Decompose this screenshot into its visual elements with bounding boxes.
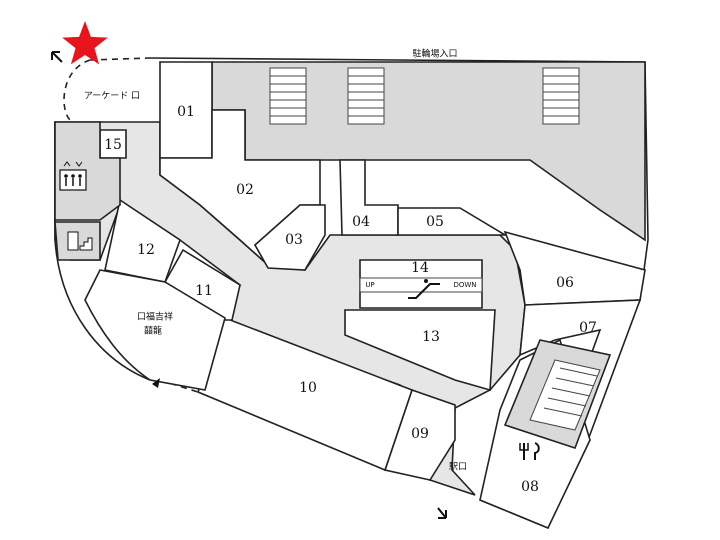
star-icon (62, 21, 108, 65)
escalator-down-label: DOWN (453, 281, 476, 289)
unit-03[interactable] (253, 204, 326, 271)
unit-10-label: 10 (299, 380, 317, 396)
unit-09-label: 09 (411, 426, 429, 442)
escalator-up-label: UP (365, 281, 374, 289)
unit-06-label: 06 (556, 275, 574, 291)
outer-wall-left (54, 122, 151, 381)
unit-13-label: 13 (422, 329, 440, 345)
unit-14-label: 14 (411, 260, 429, 276)
unit-08-label: 08 (521, 479, 539, 495)
unit-11-label: 11 (195, 283, 213, 299)
restaurant-name-line1: 口福吉祥 (137, 311, 173, 323)
unit-04[interactable] (339, 159, 399, 236)
unit-02-label: 02 (236, 182, 254, 198)
unit-05-label: 05 (426, 214, 444, 230)
arcade-entrance-label: アーケード 口 (84, 91, 140, 102)
unit-13[interactable] (344, 309, 496, 392)
unit-03-label: 03 (285, 232, 303, 248)
fork-knife-icon (519, 442, 540, 460)
unit-restaurant[interactable] (84, 269, 226, 391)
unit-01-label: 01 (177, 104, 195, 120)
unit-06[interactable] (503, 230, 646, 306)
escalator (359, 277, 483, 299)
restaurant-name-line2: 囍龍 (144, 325, 162, 337)
escalator-icon (408, 283, 440, 299)
stairs-icon (67, 231, 93, 251)
parking-stripes (269, 67, 580, 125)
lower-left-dashed (159, 379, 199, 393)
elevator-icon (59, 161, 87, 191)
station-entrance-label: 駅口 (449, 462, 467, 473)
unit-15-label: 15 (104, 137, 122, 153)
stairs-right (503, 339, 612, 449)
unit-07-label: 07 (579, 320, 597, 336)
unit-05[interactable] (397, 207, 508, 236)
unit-12-label: 12 (137, 242, 155, 258)
elevator-room (54, 121, 121, 221)
unit-04-label: 04 (352, 214, 370, 230)
arcade-dashed-arc (63, 59, 91, 121)
arcade-dashed-top (89, 57, 151, 61)
parking-entrance-label: 駐輪場入口 (412, 48, 457, 60)
arrow-icon (51, 51, 447, 519)
